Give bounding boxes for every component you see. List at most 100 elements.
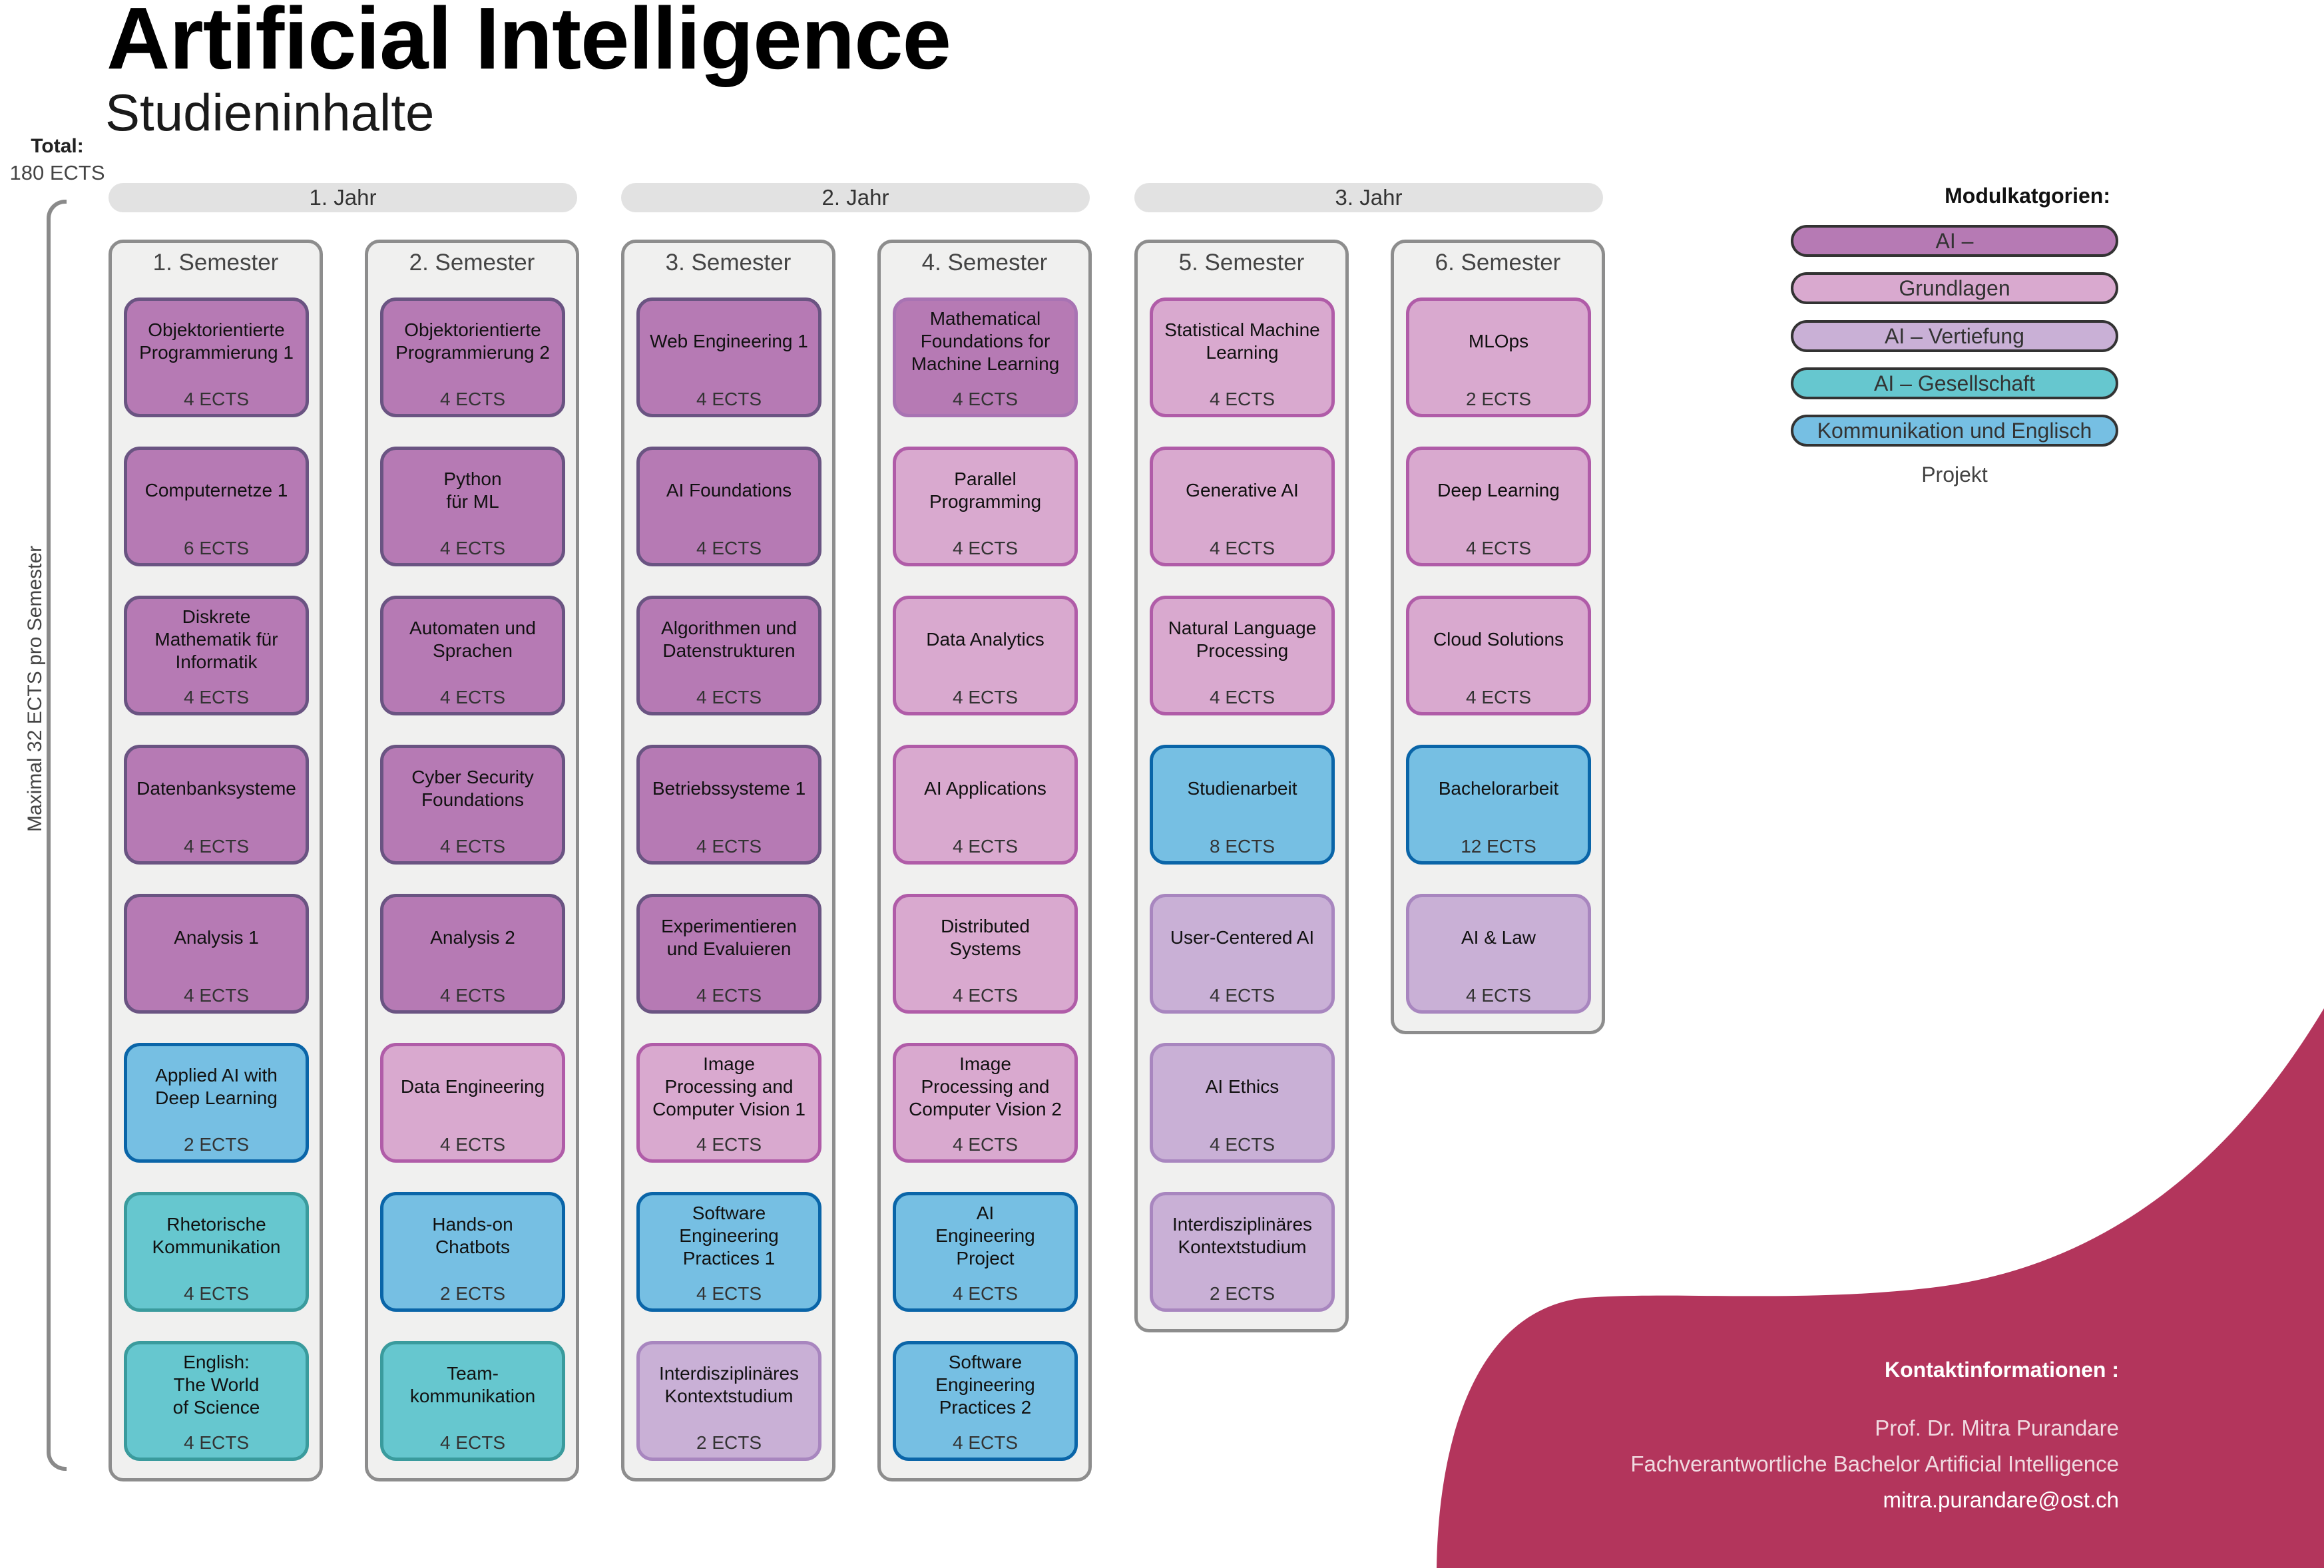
module-ects: 4 ECTS [952, 389, 1019, 409]
module-name: Image Processing and Computer Vision 1 [652, 1054, 806, 1119]
module-ects: 2 ECTS [1209, 1283, 1276, 1304]
page-subtitle: Studieninhalte [105, 83, 435, 142]
module-name: Cyber Security Foundations [411, 767, 534, 810]
module-ects: 4 ECTS [696, 538, 762, 558]
module-name: Data Analytics [926, 629, 1045, 650]
module-ects: 4 ECTS [952, 836, 1019, 857]
module-ects: 4 ECTS [439, 687, 506, 707]
module-ects: 4 ECTS [439, 389, 506, 409]
module-ects: 4 ECTS [183, 836, 250, 857]
module-ects: 4 ECTS [952, 1134, 1019, 1155]
module-name: Applied AI with Deep Learning [155, 1065, 278, 1108]
module-ects: 2 ECTS [1465, 389, 1532, 409]
module-ects: 8 ECTS [1209, 836, 1276, 857]
total-label: Total: [31, 135, 84, 157]
module-card[interactable]: Software Engineering Practices 1 4 ECTS [636, 1192, 821, 1312]
contact-heading: Kontaktinformationen : [1885, 1358, 2119, 1382]
year-bar-1: 1. Jahr [109, 183, 577, 212]
module-name: Generative AI [1186, 480, 1299, 500]
legend-item-ai-gesellschaft: AI – Gesellschaft [1791, 367, 2118, 399]
year-bar-3: 3. Jahr [1134, 183, 1603, 212]
module-name: Data Engineering [400, 1076, 545, 1097]
module-name: Web Engineering 1 [650, 331, 808, 351]
module-ects: 4 ECTS [696, 1134, 762, 1155]
module-name: Objektorientierte Programmierung 2 [395, 319, 550, 363]
module-ects: 4 ECTS [439, 1134, 506, 1155]
module-name: Software Engineering Practices 1 [679, 1203, 779, 1269]
module-ects: 4 ECTS [439, 985, 506, 1006]
legend-item-ai-grundlagen-1: AI – [1791, 225, 2118, 257]
module-card[interactable]: Datenbanksysteme 4 ECTS [124, 745, 309, 865]
module-ects: 4 ECTS [952, 538, 1019, 558]
module-card[interactable]: Objektorientierte Programmierung 2 4 ECTS [380, 297, 565, 417]
semester-bracket [47, 200, 67, 1471]
module-card[interactable]: Mathematical Foundations for Machine Lea… [893, 297, 1078, 417]
legend-title: Modulkatgorien: [1945, 184, 2110, 208]
contact-email[interactable]: mitra.purandare@ost.ch [1883, 1487, 2120, 1512]
module-name: Datenbanksysteme [136, 778, 296, 799]
semester-title: 1. Semester [152, 250, 279, 276]
module-ects: 4 ECTS [183, 1283, 250, 1304]
module-ects: 4 ECTS [696, 1283, 762, 1304]
module-ects: 4 ECTS [1465, 687, 1532, 707]
module-ects: 12 ECTS [1461, 836, 1536, 857]
module-card[interactable]: AI Applications 4 ECTS [893, 745, 1078, 865]
module-ects: 4 ECTS [183, 1432, 250, 1453]
module-ects: 4 ECTS [696, 836, 762, 857]
module-ects: 2 ECTS [696, 1432, 762, 1453]
module-card[interactable]: Betriebssysteme 1 4 ECTS [636, 745, 821, 865]
module-ects: 6 ECTS [183, 538, 250, 558]
semester-title: 2. Semester [409, 250, 535, 276]
module-name: Distributed Systems [941, 916, 1030, 959]
module-name: Betriebssysteme 1 [652, 778, 806, 799]
module-name: AI Applications [924, 778, 1046, 799]
contact-info: Kontaktinformationen : Prof. Dr. Mitra P… [1630, 1358, 2119, 1518]
module-name: Image Processing and Computer Vision 2 [909, 1054, 1062, 1119]
module-name: Hands-on Chatbots [432, 1214, 513, 1257]
module-card[interactable]: Image Processing and Computer Vision 1 4 … [636, 1043, 821, 1163]
module-card[interactable]: Image Processing and Computer Vision 2 4 … [893, 1043, 1078, 1163]
semester-title: 5. Semester [1178, 250, 1305, 276]
module-card[interactable]: Data Engineering 4 ECTS [380, 1043, 565, 1163]
legend-item-grundlagen: Grundlagen [1791, 272, 2118, 304]
module-ects: 4 ECTS [952, 1432, 1019, 1453]
